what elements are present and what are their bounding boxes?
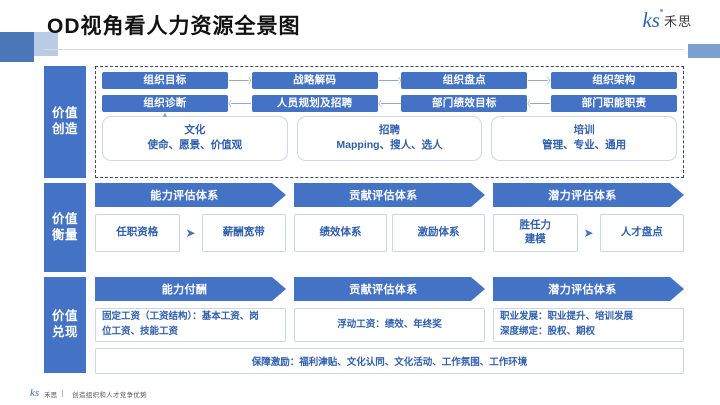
soft-box-recruiting-detail: Mapping、搜人、选人 <box>336 139 443 152</box>
flow-chip-org-diagnosis[interactable]: 组织诊断 <box>102 95 228 112</box>
cell-group-potential: 胜任力 建模 ➤ 人才盘点 <box>493 214 684 252</box>
footer-divider <box>62 390 64 397</box>
banner-potential-assessment-2[interactable]: 潜力评估体系 <box>493 277 684 301</box>
banner-capability-pay[interactable]: 能力付酬 <box>95 277 286 301</box>
page-title: OD视角看人力资源全景图 <box>47 15 301 38</box>
flow-chip-strategy-decoding[interactable]: 战略解码 <box>251 72 378 89</box>
soft-box-row: 文化 使命、愿景、价值观 招聘 Mapping、搜人、选人 培训 管理、专业、通… <box>102 116 678 162</box>
text-box-variable-pay-line1: 浮动工资：绩效、年终奖 <box>337 318 442 330</box>
flow-arrow-left-3 <box>527 95 551 112</box>
section-label-line1: 价值 <box>51 106 78 121</box>
value-creation-panel: 组织目标 战略解码 组织盘点 <box>95 66 684 178</box>
soft-box-recruiting[interactable]: 招聘 Mapping、搜人、选人 <box>296 116 483 162</box>
flow-row-bottom: ▲ 组织诊断 人员规划及招聘 部门绩效目标 <box>102 95 678 119</box>
flow-arrow-up-icon: ▲ <box>161 110 169 119</box>
flow-arrow-right-2 <box>378 72 402 89</box>
text-box-fixed-pay-line1: 固定工资（工资结构）：基本工资、岗 <box>102 311 259 323</box>
header-divider <box>44 49 684 50</box>
flow-arrow-right-1 <box>228 72 252 89</box>
flow-row-top: 组织目标 战略解码 组织盘点 <box>102 72 678 89</box>
cell-performance-system[interactable]: 绩效体系 <box>294 214 387 252</box>
banner-row-measurement: 能力评估体系 贡献评估体系 潜力评估体系 <box>95 183 684 207</box>
footer-slogan: 创造组织和人才竞争优势 <box>72 391 147 399</box>
soft-box-training-title: 培训 <box>573 124 595 136</box>
banner-contribution-assessment[interactable]: 贡献评估体系 <box>294 183 485 207</box>
soft-box-training[interactable]: 培训 管理、专业、通用 <box>491 116 678 162</box>
cell-talent-review[interactable]: 人才盘点 <box>599 214 684 252</box>
text-box-fixed-pay-line2: 位工资、技能工资 <box>102 326 179 337</box>
section-label-value-realization: 价值 兑现 <box>44 277 86 373</box>
flow-chip-org-inventory[interactable]: 组织盘点 <box>401 72 528 89</box>
text-box-career-development-line2: 深度绑定：股权、期权 <box>500 326 596 337</box>
value-measurement-panel: 能力评估体系 贡献评估体系 潜力评估体系 任职资格 ➤ 薪酬宽带 绩效体系 激励… <box>95 183 684 272</box>
section-label-line2: 衡量 <box>51 227 78 242</box>
cell-pay-band[interactable]: 薪酬宽带 <box>201 214 286 252</box>
section-label-line2: 创造 <box>51 122 78 136</box>
soft-box-training-detail: 管理、专业、通用 <box>542 139 627 152</box>
text-box-fixed-pay[interactable]: 固定工资（工资结构）：基本工资、岗 位工资、技能工资 <box>95 308 286 342</box>
soft-box-culture-detail: 使命、愿景、价值观 <box>147 139 243 152</box>
brand-logo: ks 禾思 <box>642 8 692 32</box>
footer-brand-name: 禾思 <box>44 391 58 399</box>
flow-chip-org-structure[interactable]: 组织架构 <box>551 72 678 89</box>
logo-dot-icon <box>659 9 663 12</box>
logo-mark-text: ks <box>642 8 660 32</box>
section-value-measurement: 价值 衡量 能力评估体系 贡献评估体系 潜力评估体系 任职资格 ➤ 薪酬宽带 绩… <box>44 183 684 272</box>
cell-incentive-system[interactable]: 激励体系 <box>392 214 485 252</box>
footer-logo-mark-icon: ks <box>30 387 40 399</box>
page-footer: ks 禾思 创造组织和人才竞争优势 <box>30 388 147 399</box>
section-label-value-creation: 价值 创造 <box>44 66 86 178</box>
section-label-value-measurement: 价值 衡量 <box>44 183 86 272</box>
soft-box-culture[interactable]: 文化 使命、愿景、价值观 <box>102 116 288 162</box>
cell-arrow-icon-2: ➤ <box>583 226 594 240</box>
soft-box-culture-title: 文化 <box>184 124 206 136</box>
banner-capability-assessment[interactable]: 能力评估体系 <box>95 183 286 207</box>
flow-chip-dept-function-duty[interactable]: 部门职能职责 <box>551 95 678 112</box>
cell-group-contribution: 绩效体系 激励体系 <box>294 214 485 252</box>
banner-contribution-assessment-2[interactable]: 贡献评估体系 <box>294 277 485 301</box>
cell-group-capability: 任职资格 ➤ 薪酬宽带 <box>95 214 286 252</box>
flow-arrow-left-1 <box>228 95 252 112</box>
logo-mark-icon: ks <box>642 8 663 32</box>
section-label-line1: 价值 <box>51 211 78 226</box>
text-box-guarantee-incentive[interactable]: 保障激励：福利津贴、文化认同、文化活动、工作氛围、工作环境 <box>95 348 684 374</box>
header-decoration-right <box>688 44 720 58</box>
cell-qualification[interactable]: 任职资格 <box>95 214 180 252</box>
banner-potential-assessment[interactable]: 潜力评估体系 <box>493 183 684 207</box>
text-box-career-development-line1: 职业发展：职业提升、培训发展 <box>500 311 634 323</box>
text-box-variable-pay[interactable]: 浮动工资：绩效、年终奖 <box>294 308 485 342</box>
header-decoration-dark <box>0 32 34 62</box>
section-value-realization: 价值 兑现 能力付酬 贡献评估体系 潜力评估体系 固定工资（工资结构）：基本工资… <box>44 277 684 374</box>
text-box-row-realization: 固定工资（工资结构）：基本工资、岗 位工资、技能工资 浮动工资：绩效、年终奖 职… <box>95 308 684 342</box>
logo-brand-name: 禾思 <box>663 14 692 29</box>
cell-arrow-icon-1: ➤ <box>185 226 196 240</box>
section-label-line2: 兑现 <box>51 325 78 339</box>
cell-competency-modeling[interactable]: 胜任力 建模 <box>493 214 578 252</box>
cell-row-measurement: 任职资格 ➤ 薪酬宽带 绩效体系 激励体系 胜任力 建模 ➤ 人才盘点 <box>95 214 684 252</box>
section-label-line1: 价值 <box>51 309 78 324</box>
flow-chip-dept-performance-goal[interactable]: 部门绩效目标 <box>401 95 528 112</box>
page-header: OD视角看人力资源全景图 ks 禾思 <box>0 0 720 62</box>
diagram-body: 价值 创造 组织目标 战略解码 <box>0 62 720 377</box>
flow-arrow-right-3 <box>527 72 551 89</box>
header-decoration-light <box>34 32 58 56</box>
flow-arrow-left-2 <box>378 95 402 112</box>
soft-box-recruiting-title: 招聘 <box>379 124 400 136</box>
flow-chip-org-goal[interactable]: 组织目标 <box>102 72 228 89</box>
section-value-creation: 价值 创造 组织目标 战略解码 <box>44 66 684 178</box>
flow-chip-workforce-planning[interactable]: 人员规划及招聘 <box>251 95 378 112</box>
banner-row-realization: 能力付酬 贡献评估体系 潜力评估体系 <box>95 277 684 301</box>
value-realization-panel: 能力付酬 贡献评估体系 潜力评估体系 固定工资（工资结构）：基本工资、岗 位工资… <box>95 277 684 374</box>
text-box-career-development[interactable]: 职业发展：职业提升、培训发展 深度绑定：股权、期权 <box>493 308 684 342</box>
